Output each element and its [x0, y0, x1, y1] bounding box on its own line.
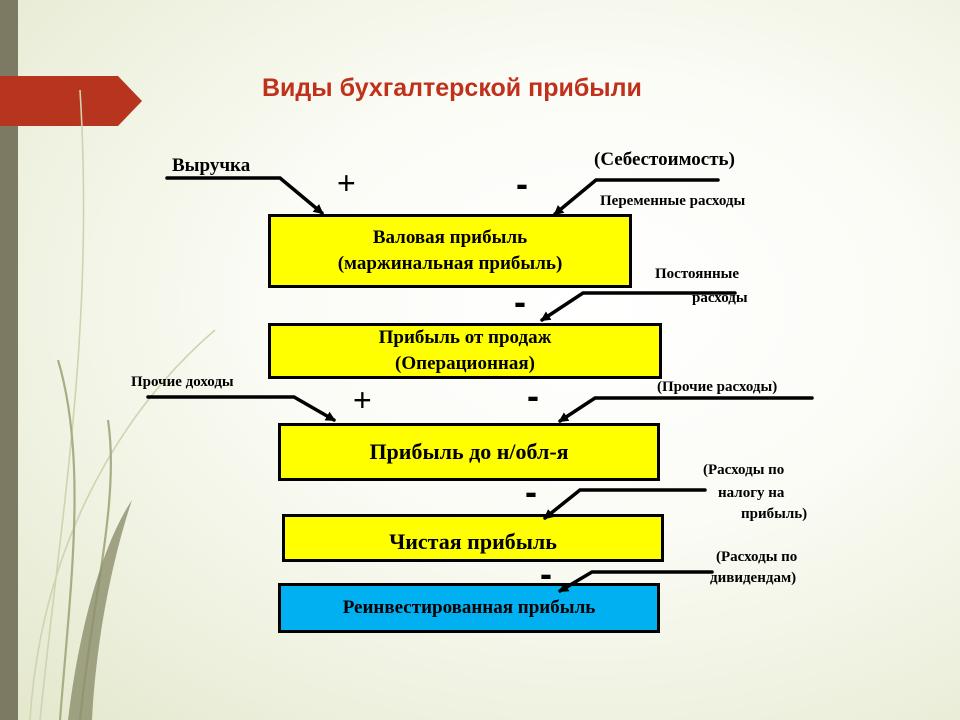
- variable-costs-label: Переменные расходы: [600, 193, 746, 209]
- minus-sign-fixed-costs: -: [514, 281, 526, 322]
- fixed-costs-label-line2: расходы: [692, 290, 748, 306]
- dividends-label-line1: (Расходы по: [716, 549, 798, 565]
- left-accent-bar: [0, 0, 18, 720]
- fixed-costs-label-line1: Постоянные: [655, 266, 739, 282]
- pretax-profit-box: Прибыль до н/обл-я: [278, 423, 660, 481]
- minus-sign-other-expenses: -: [527, 375, 539, 416]
- plus-sign-revenue: +: [337, 165, 356, 201]
- reinvested-profit-box: Реинвестированная прибыль: [278, 583, 660, 633]
- sales-profit-sublabel: (Операционная): [395, 353, 535, 374]
- other-income-label: Прочие доходы: [131, 374, 234, 390]
- pretax-profit-label: Прибыль до н/обл-я: [369, 439, 569, 465]
- gross-profit-sublabel: (маржинальная прибыль): [337, 253, 563, 274]
- other-expenses-label: (Прочие расходы): [657, 379, 778, 395]
- reinvested-profit-label: Реинвестированная прибыль: [342, 597, 596, 619]
- sales-profit-box: Прибыль от продаж (Операционная): [268, 323, 662, 379]
- gross-profit-label: Валовая прибыль: [372, 227, 528, 249]
- sales-profit-label: Прибыль от продаж: [378, 327, 552, 349]
- tax-label-line3: прибыль): [741, 506, 808, 522]
- gross-profit-box: Валовая прибыль (маржинальная прибыль): [268, 214, 632, 288]
- tax-label-line1: (Расходы по: [703, 462, 785, 478]
- plus-sign-other-income: +: [353, 382, 372, 418]
- tax-label-line2: налогу на: [718, 485, 785, 501]
- title-arrow-tab: [0, 76, 142, 126]
- minus-sign-cost: -: [516, 163, 528, 204]
- dividends-label-line2: дивидендам): [710, 570, 797, 586]
- net-profit-box: Чистая прибыль: [282, 514, 664, 562]
- net-profit-label: Чистая прибыль: [389, 529, 557, 555]
- minus-sign-tax: -: [525, 471, 537, 512]
- slide-title: Виды бухгалтерской прибыли: [262, 74, 642, 102]
- revenue-label: Выручка: [172, 155, 251, 176]
- cost-label: (Себестоимость): [594, 149, 735, 170]
- minus-sign-dividends: -: [540, 553, 552, 594]
